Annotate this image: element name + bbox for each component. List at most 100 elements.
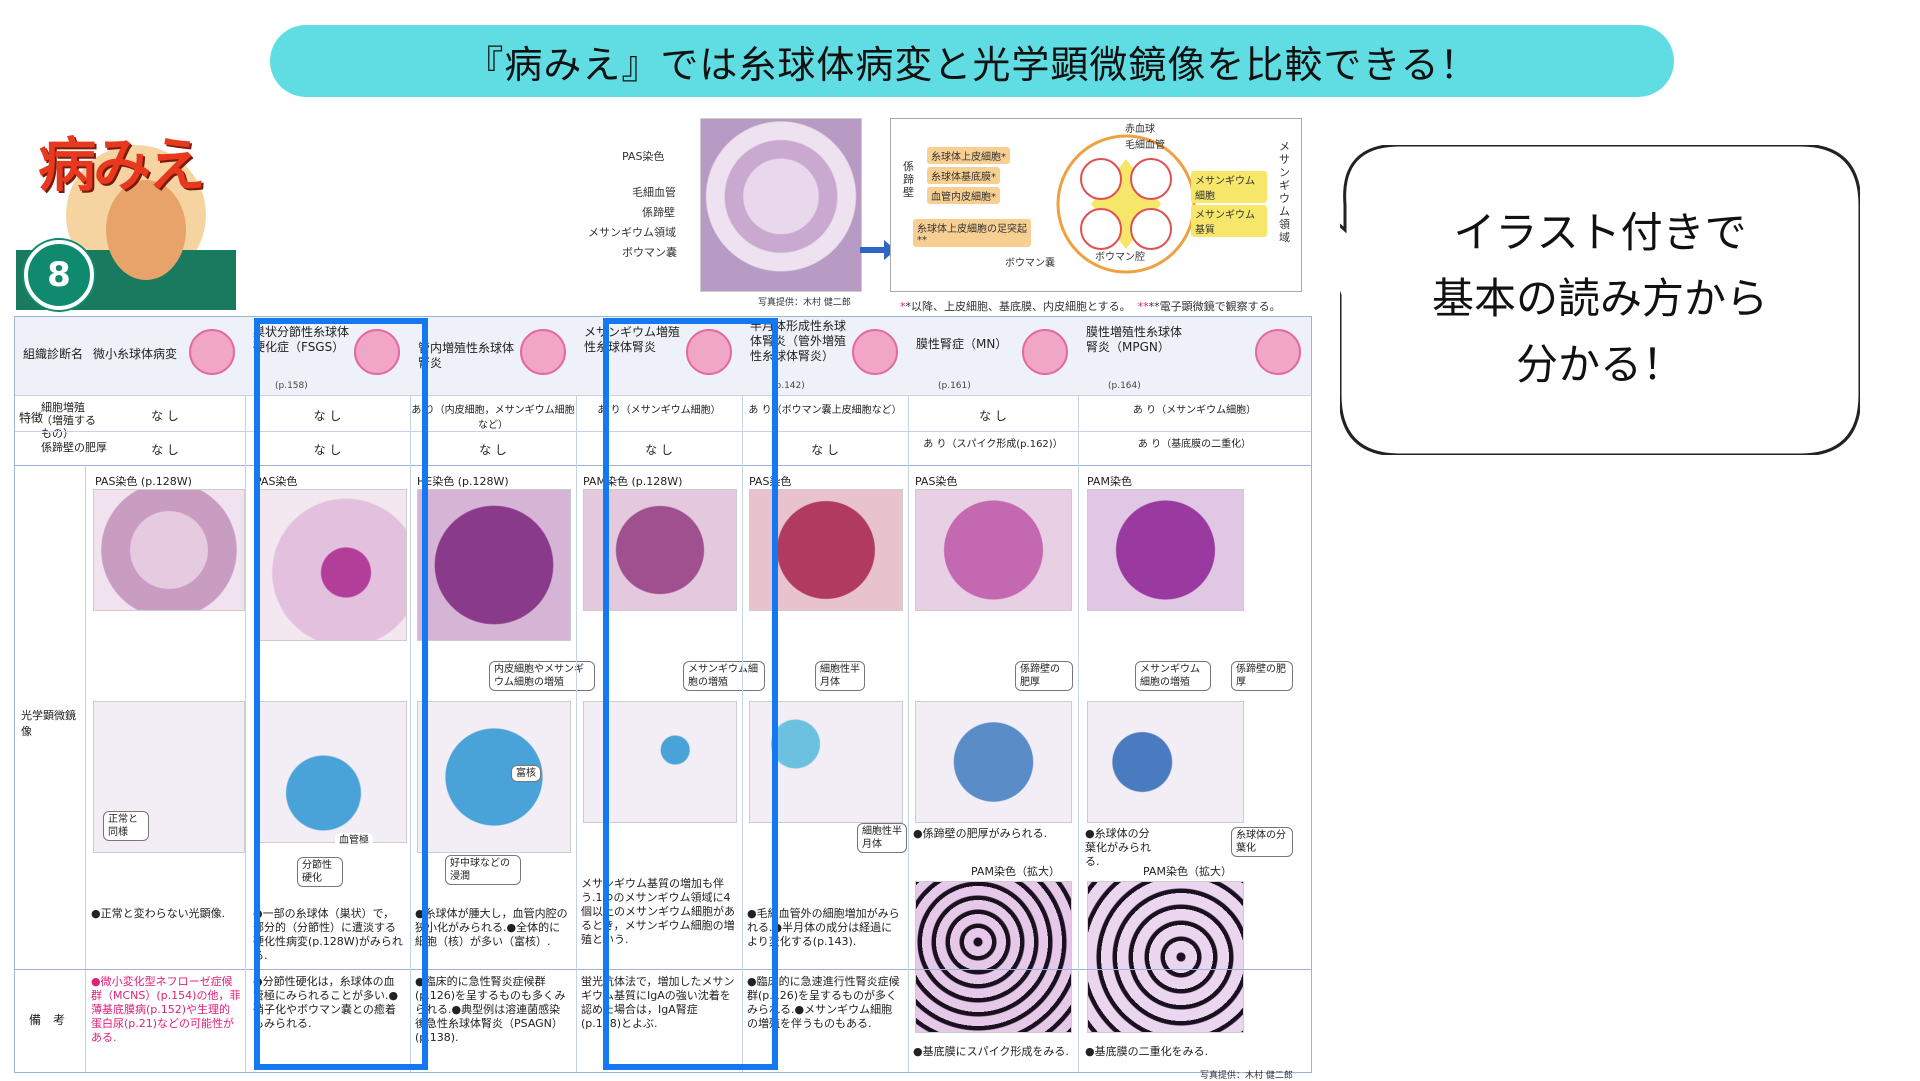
- wall-col-7: あ り（基底膜の二重化）: [1137, 439, 1252, 450]
- schema-callout-rbc: 赤血球: [1125, 124, 1155, 135]
- wall-col-3: な し: [479, 443, 507, 457]
- row-label-wall: 係蹄壁の肥厚: [41, 441, 107, 454]
- glomerulus-icon: [1255, 329, 1301, 375]
- photo-magnified-col-7: [1087, 881, 1244, 1033]
- note-col-7: ●糸球体の分葉化がみられる.: [1085, 827, 1151, 868]
- schema-callout-bowman-capsule: ボウマン嚢: [1005, 258, 1055, 269]
- remarks-col-4: 蛍光抗体法で，増加したメサンギウム基質にIgAの強い沈着を認めた場合は，IgA腎…: [581, 975, 735, 1030]
- schema-item-epithelial: 糸球体上皮細胞*: [927, 147, 1010, 164]
- note-col-6: ●係蹄壁の肥厚がみられる.: [913, 827, 1048, 840]
- remarks-col-3: ●臨床的に急性腎炎症候群(p.126)を呈するものも多くみられる.●典型例は溶連…: [415, 975, 566, 1044]
- stain-col-1: PAS染色 (p.128W): [95, 475, 192, 488]
- top-label-mesangium: メサンギウム領域: [588, 226, 676, 239]
- top-stain-label: PAS染色: [622, 150, 665, 163]
- headline-banner: 『病みえ』では糸球体病変と光学顕微鏡像を比較できる！: [270, 25, 1674, 97]
- remarks-col-6: ●基底膜にスパイク形成をみる.: [913, 1045, 1069, 1058]
- stain2-col-6: PAM染色（拡大）: [971, 865, 1060, 878]
- schema-callout-mesangial-cell: メサンギウム細胞: [1191, 171, 1267, 203]
- book-title-logo: 病みえ: [38, 131, 206, 199]
- photo-col-7: [1087, 489, 1244, 611]
- prolif-col-1: な し: [151, 409, 179, 423]
- header-col-1: 微小糸球体病変: [85, 317, 246, 395]
- illus-col-6: [915, 701, 1072, 823]
- schema-illustration: [1056, 134, 1196, 274]
- photo-col-1: [93, 489, 245, 611]
- prolif-col-7: あ り（メサンギウム細胞）: [1132, 405, 1257, 416]
- wall-col-1: な し: [151, 443, 179, 457]
- callout-col5-crescent-top: 細胞性半月体: [815, 661, 865, 691]
- wall-col-5: な し: [811, 443, 839, 457]
- glomerulus-icon: [189, 329, 235, 375]
- glomerulus-icon: [852, 329, 898, 375]
- speech-bubble-text: イラスト付きで 基本の読み方から 分かる！: [1431, 208, 1768, 389]
- top-label-bowman: ボウマン嚢: [622, 246, 677, 259]
- glomerulus-icon: [520, 329, 566, 375]
- schema-footnote: **以降、上皮細胞、基底膜、内皮細胞とする。 ****電子顕微鏡で観察する。: [900, 300, 1281, 313]
- arrow-right-icon: [860, 240, 896, 260]
- schema-callout-mesangial-matrix: メサンギウム基質: [1191, 205, 1267, 237]
- remarks-col-1: ●微小変化型ネフローゼ症候群（MCNS）(p.154)の他，菲薄基底膜病(p.1…: [91, 975, 241, 1044]
- schema-callout-bowman-space: ボウマン腔: [1095, 252, 1145, 263]
- schema-callout-capillary: 毛細血管: [1125, 140, 1165, 151]
- callout-col6-wall: 係蹄壁の肥厚: [1015, 661, 1073, 691]
- highlight-frame-fsgs: [254, 318, 428, 1070]
- speech-bubble: [1340, 145, 1860, 455]
- wall-col-2: な し: [313, 443, 342, 457]
- stain-col-5: PAS染色: [749, 475, 792, 488]
- callout-col7-wall: 係蹄壁の肥厚: [1231, 661, 1293, 691]
- photo-col-3: [417, 489, 571, 641]
- illus-col-7: [1087, 701, 1244, 823]
- note-col-1: ●正常と変わらない光顕像.: [91, 907, 226, 920]
- headline-text: 『病みえ』では糸球体病変と光学顕微鏡像を比較できる！: [465, 42, 1479, 87]
- schema-item-endothelial: 血管内皮細胞*: [927, 187, 1000, 204]
- header-col-6: 膜性腎症（MN）(p.161): [908, 317, 1079, 395]
- glomerulus-icon: [686, 329, 732, 375]
- glomerulus-icon: [354, 329, 400, 375]
- schema-right-label: メサンギウム領域: [1279, 140, 1290, 244]
- prolif-col-4: あ り（メサンギウム細胞）: [597, 405, 721, 416]
- callout-col7-mesangial: メサンギウム細胞の増殖: [1135, 661, 1211, 691]
- prolif-col-3: あ り（内皮細胞，メサンギウム細胞など）: [411, 405, 575, 431]
- glomerulus-icon: [1022, 329, 1068, 375]
- stain-col-2: PAS染色: [255, 475, 298, 488]
- top-pas-photo: [700, 118, 862, 292]
- volume-badge: 8: [24, 240, 94, 310]
- illus-col-2: [255, 701, 407, 843]
- header-col-7: 膜性増殖性糸球体腎炎（MPGN）(p.164): [1078, 317, 1311, 395]
- stain-col-3: HE染色 (p.128W): [417, 475, 509, 488]
- note-col-2: ●一部の糸球体（巣状）で，部分的（分節性）に遭淡する硬化性病変(p.128W)が…: [253, 907, 403, 962]
- glomerulus-schema: 係蹄壁 糸球体上皮細胞* 糸球体基底膜* 血管内皮細胞* 糸球体上皮細胞の足突起…: [890, 118, 1302, 292]
- row-label-feature: 特徴: [19, 411, 44, 425]
- row-label-cell-prolif: 細胞増殖（増殖するもの）: [41, 401, 96, 440]
- callout-col2-vascular-pole: 血管極: [335, 833, 373, 848]
- remarks-col-5: ●臨床的に急速進行性腎炎症候群(p.126)を呈するものが多くみられる.●メサン…: [747, 975, 900, 1030]
- remarks-col-2: ●分節性硬化は，糸球体の血管極にみられることが多い.●硝子化やボウマン嚢との癒着…: [253, 975, 399, 1030]
- stain2-col-7: PAM染色（拡大）: [1143, 865, 1232, 878]
- photo-col-6: [915, 489, 1072, 611]
- wall-col-4: な し: [645, 443, 673, 457]
- row-label-remarks: 備 考: [29, 1013, 66, 1027]
- wall-col-6: あ り（スパイク形成(p.162)）: [923, 439, 1063, 450]
- header-col-3: 管内増殖性糸球体腎炎: [410, 317, 577, 395]
- note-col-3: ●糸球体が腫大し，血管内腔の狭小化がみられる.●全体的に細胞（核）が多い（富核）…: [415, 907, 568, 948]
- highlight-frame-mesangial: [603, 318, 778, 1070]
- callout-col2-segmental: 分節性硬化: [297, 857, 343, 887]
- schema-item-gbm: 糸球体基底膜*: [927, 167, 1000, 184]
- schema-side-label: 係蹄壁: [903, 160, 914, 199]
- callout-col4-mesangial: メサンギウム細胞の増殖: [683, 661, 765, 691]
- illus-col-3: [417, 701, 571, 853]
- top-label-capillary: 毛細血管: [632, 186, 676, 199]
- photo-credit-top: 写真提供：木村 健二郎: [758, 298, 851, 308]
- photo-magnified-col-6: [915, 881, 1072, 1033]
- callout-col5-crescent-bottom: 細胞性半月体: [857, 823, 907, 853]
- prolif-col-2: な し: [313, 409, 342, 423]
- stain-col-7: PAM染色: [1087, 475, 1132, 488]
- callout-col1-normal: 正常と同様: [103, 811, 149, 841]
- prolif-col-6: な し: [979, 409, 1007, 423]
- photo-credit-bottom: 写真提供：木村 健二郎: [1200, 1071, 1293, 1081]
- callout-col3-hypercellular: 富核: [511, 765, 541, 782]
- callout-col3-prolif: 内皮細胞やメサンギウム細胞の増殖: [489, 661, 595, 691]
- callout-col7-lobulation: 糸球体の分葉化: [1231, 827, 1293, 857]
- top-label-wall: 係蹄壁: [642, 206, 675, 219]
- prolif-col-5: あ り（ボウマン嚢上皮細胞など）: [748, 405, 902, 416]
